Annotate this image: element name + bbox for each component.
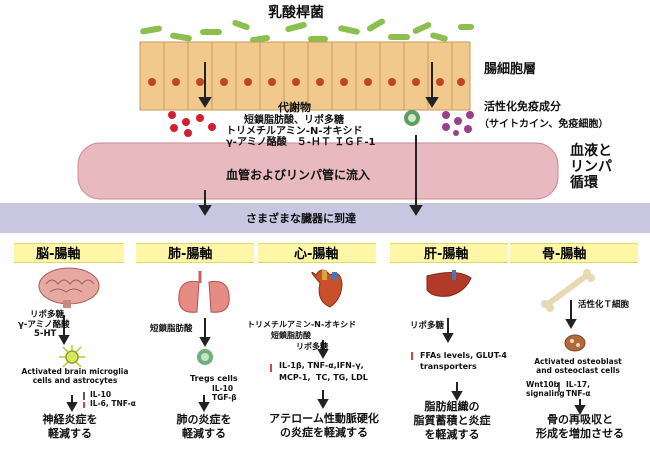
blood-circulation-label: 血液と リンパ 循環 xyxy=(570,143,612,191)
lung-marker-up: TGF-β xyxy=(212,393,237,402)
bone-effect: Activated osteoblast and osteoclast cell… xyxy=(534,357,622,375)
immune-cell-icon xyxy=(404,110,420,126)
organ-reach-label: さまざまな臓器に到達 xyxy=(246,212,356,225)
metabolite-line: 短鎖脂肪酸、リポ多糖 xyxy=(244,115,344,126)
bone-effect2: Wnt10b signaling xyxy=(526,380,565,398)
intestinal-cell-layer xyxy=(139,41,471,111)
brain-input: リポ多糖 xyxy=(30,310,65,320)
immune-title: 活性化免疫成分 xyxy=(484,100,561,113)
heart-outcome: アテローム性動脈硬化 の炎症を軽減する xyxy=(269,412,379,439)
axis-bar-lung xyxy=(136,243,254,263)
brain-effect: Activated brain microglia cells and astr… xyxy=(21,367,129,385)
bone-icon xyxy=(541,269,595,312)
axis-bar-heart xyxy=(258,243,376,263)
osteoclast-icon xyxy=(564,334,586,352)
lung-effect: Tregs cells xyxy=(190,374,238,383)
heart-effect: IL-1β, TNF-α,IFN-γ, MCP-1, TC, TG, LDL xyxy=(279,361,368,382)
lungs-icon xyxy=(178,271,230,313)
immune-subtitle: （サイトカイン、免疫細胞） xyxy=(479,119,609,130)
metabolites-title: 代謝物 xyxy=(278,101,311,114)
metabolite-line: γ-アミノ酪酸 ５-ＨＴ ＩＧＦ-1 xyxy=(226,137,376,148)
metabolite-line: トリメチルアミン-N-オキシド xyxy=(226,126,363,137)
liver-input: リポ多糖 xyxy=(410,321,445,331)
flow-arrows xyxy=(198,62,439,216)
brain-input: 5-HT xyxy=(34,329,57,339)
bone-input: 活性化Ｔ細胞 xyxy=(578,300,630,310)
axis-title-brain: 脳-腸軸 xyxy=(36,247,81,262)
brain-marker-down: IL-6, TNF-α xyxy=(90,399,136,408)
organ-band xyxy=(0,203,650,233)
heart-input: 短鎖脂肪酸 xyxy=(271,331,311,340)
vessel-label: 血管およびリンパ管に流入 xyxy=(226,168,371,182)
axis-title-bone: 骨-腸軸 xyxy=(542,247,587,262)
axis-title-lung: 肺-腸軸 xyxy=(168,247,213,262)
bone-markers: IL-17, TNF-α xyxy=(566,380,591,398)
heart-input: トリメチルアミン-N-オキシド xyxy=(247,320,357,329)
liver-effect: FFAs levels, GLUT-4 transporters xyxy=(420,351,507,371)
blood-vessel-band xyxy=(77,142,559,200)
epithelium-label: 腸細胞層 xyxy=(484,62,537,77)
bacteria-icons xyxy=(140,18,474,43)
liver-icon xyxy=(426,270,472,297)
brain-input: γ-アミノ酪酸 xyxy=(18,320,70,330)
bone-outcome: 骨の再吸収と 形成を増加させる xyxy=(536,413,624,440)
axis-bar-liver xyxy=(390,243,508,263)
heart-input: リポ多糖 xyxy=(296,342,328,351)
lung-input: 短鎖脂肪酸 xyxy=(150,324,193,334)
heart-icon xyxy=(311,269,343,308)
axis-bar-brain xyxy=(14,243,124,263)
treg-cell-icon xyxy=(197,349,213,365)
metabolite-dots xyxy=(168,111,216,137)
brain-marker-up: IL-10 xyxy=(90,390,112,399)
brain-icon xyxy=(38,267,100,308)
lung-marker-up: IL-10 xyxy=(212,384,234,393)
lung-outcome: 肺の炎症を 軽減する xyxy=(176,413,232,440)
brain-outcome: 神経炎症を 軽減する xyxy=(42,413,98,440)
microglia-icon xyxy=(59,345,85,368)
liver-outcome: 脂肪組織の 脂質蓄積と炎症 を軽減する xyxy=(413,400,491,441)
bacteria-label: 乳酸桿菌 xyxy=(268,5,324,21)
immune-dots xyxy=(442,111,474,136)
axis-title-liver: 肝-腸軸 xyxy=(424,247,469,262)
axis-title-heart: 心-腸軸 xyxy=(294,247,339,262)
axis-bar-bone xyxy=(510,243,638,263)
